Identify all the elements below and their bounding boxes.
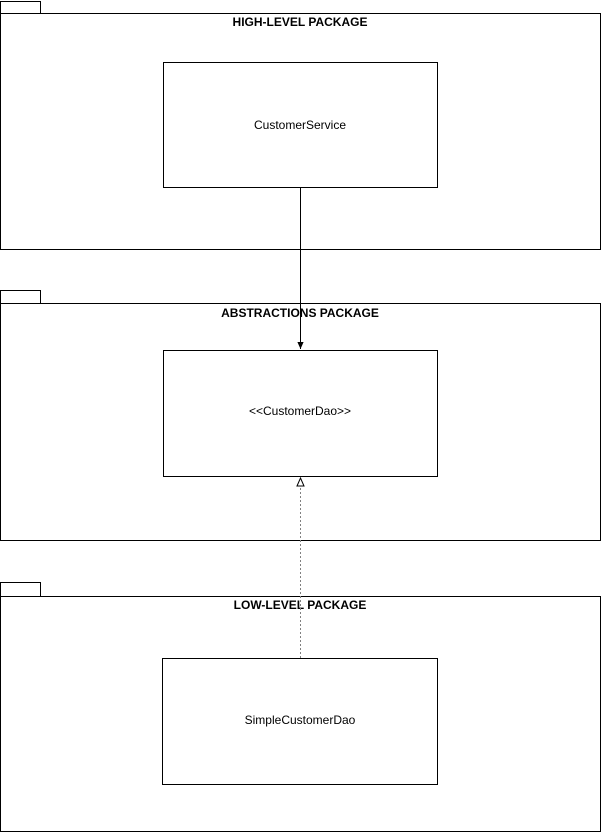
class-box <box>162 658 438 785</box>
class-simple-customer-dao[interactable]: SimpleCustomerDao <box>162 658 438 785</box>
package-title: HIGH-LEVEL PACKAGE <box>233 15 368 29</box>
realization-arrowhead <box>296 476 305 487</box>
class-box <box>163 62 438 188</box>
class-customer-service[interactable]: CustomerService <box>163 62 438 188</box>
package-tab <box>0 290 41 304</box>
class-customer-dao[interactable]: <<CustomerDao>> <box>163 350 438 477</box>
class-name: SimpleCustomerDao <box>245 713 356 727</box>
class-name: CustomerService <box>254 118 346 132</box>
interface-name: <<CustomerDao>> <box>249 404 351 418</box>
package-tab <box>0 582 41 597</box>
class-box <box>163 350 438 477</box>
package-tab <box>0 1 41 14</box>
